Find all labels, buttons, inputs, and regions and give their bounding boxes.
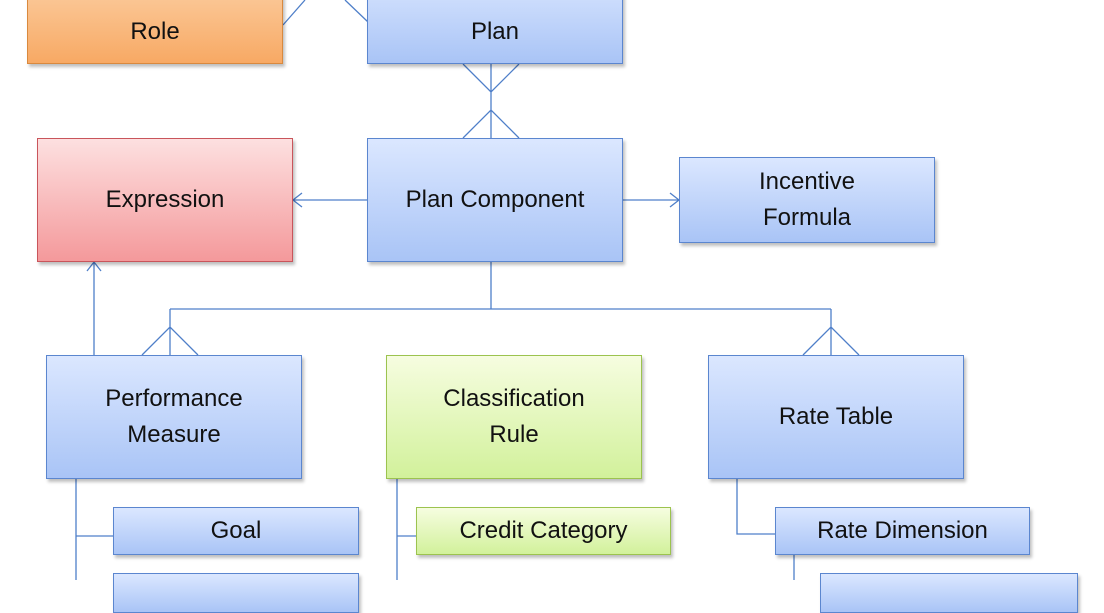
classification-rule-node: Classification Rule xyxy=(386,355,642,479)
connector-bus-performance xyxy=(141,309,199,356)
plan-component-node: Plan Component xyxy=(367,138,623,262)
performance-measure-node: Performance Measure xyxy=(46,355,302,479)
connector-performance-expression xyxy=(86,260,102,355)
connector-classification-credit xyxy=(396,479,416,580)
role-node: Role xyxy=(27,0,283,64)
connector-plancomponent-incentive xyxy=(623,192,681,208)
connector-plan-plancomponent xyxy=(462,63,520,139)
connector-plancomponent-bus xyxy=(170,262,831,310)
partial-node-left xyxy=(113,573,359,613)
connector-plancomponent-expression xyxy=(291,192,367,208)
credit-category-node: Credit Category xyxy=(416,507,671,555)
expression-node: Expression xyxy=(37,138,293,262)
connector-lines xyxy=(75,0,860,580)
connector-role-plan xyxy=(282,0,369,26)
rate-dimension-node: Rate Dimension xyxy=(775,507,1030,555)
incentive-formula-node: Incentive Formula xyxy=(679,157,935,243)
connector-ratetable-ratedimension xyxy=(736,479,775,535)
rate-table-node: Rate Table xyxy=(708,355,964,479)
partial-node-right xyxy=(820,573,1078,613)
plan-node: Plan xyxy=(367,0,623,64)
connector-bus-ratetable xyxy=(802,309,860,356)
goal-node: Goal xyxy=(113,507,359,555)
connector-performance-goal xyxy=(75,479,113,580)
